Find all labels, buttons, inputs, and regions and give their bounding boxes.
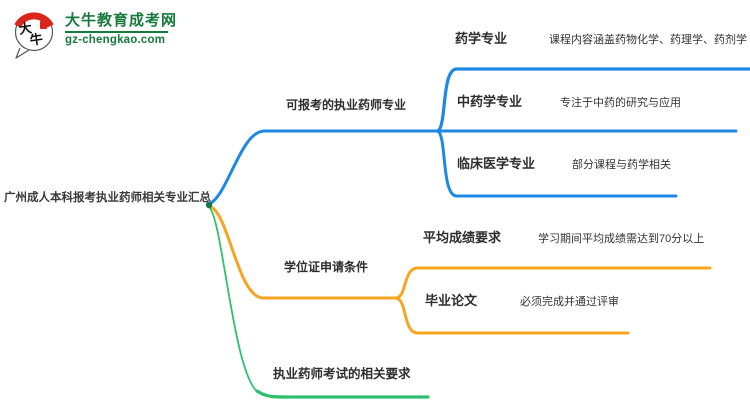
- logo-divider: [65, 31, 168, 33]
- branch3-underline: [255, 389, 430, 399]
- child-detail-thesis: 必须完成并通过评审: [520, 296, 619, 308]
- child-node-pharmacy: 药学专业: [455, 31, 508, 46]
- daniu-bubble-icon: 大 牛: [14, 12, 54, 59]
- site-logo: 大 牛 大牛教育成考网 gz-chengkao.com: [13, 11, 177, 61]
- branch-label-professions: 可报考的执业药师专业: [286, 98, 407, 112]
- child-node-clinical-medicine: 临床医学专业: [457, 156, 536, 171]
- child-node-thesis: 毕业论文: [425, 293, 478, 308]
- branch3-curve: [208, 206, 260, 394]
- logo-url: gz-chengkao.com: [65, 34, 166, 46]
- child-node-tcm-pharmacy: 中药学专业: [457, 94, 523, 109]
- child-detail-pharmacy: 课程内容涵盖药物化学、药理学、药剂学: [549, 34, 747, 46]
- branch2-connector: [207, 204, 398, 300]
- child-detail-tcm-pharmacy: 专注于中药的研究与应用: [560, 97, 681, 109]
- svg-text:牛: 牛: [29, 31, 44, 49]
- svg-text:大: 大: [18, 20, 33, 38]
- child-detail-average-score: 学习期间平均成绩需达到70分以上: [538, 233, 705, 245]
- child-detail-clinical-medicine: 部分课程与药学相关: [572, 159, 671, 171]
- root-node: 广州成人本科报考执业药师相关专业汇总: [4, 192, 211, 204]
- branch-label-exam-requirements: 执业药师考试的相关要求: [273, 367, 411, 381]
- branch-label-degree-conditions: 学位证申请条件: [284, 260, 369, 274]
- child-node-average-score: 平均成绩要求: [423, 230, 502, 245]
- logo-title: 大牛教育成考网: [65, 12, 178, 29]
